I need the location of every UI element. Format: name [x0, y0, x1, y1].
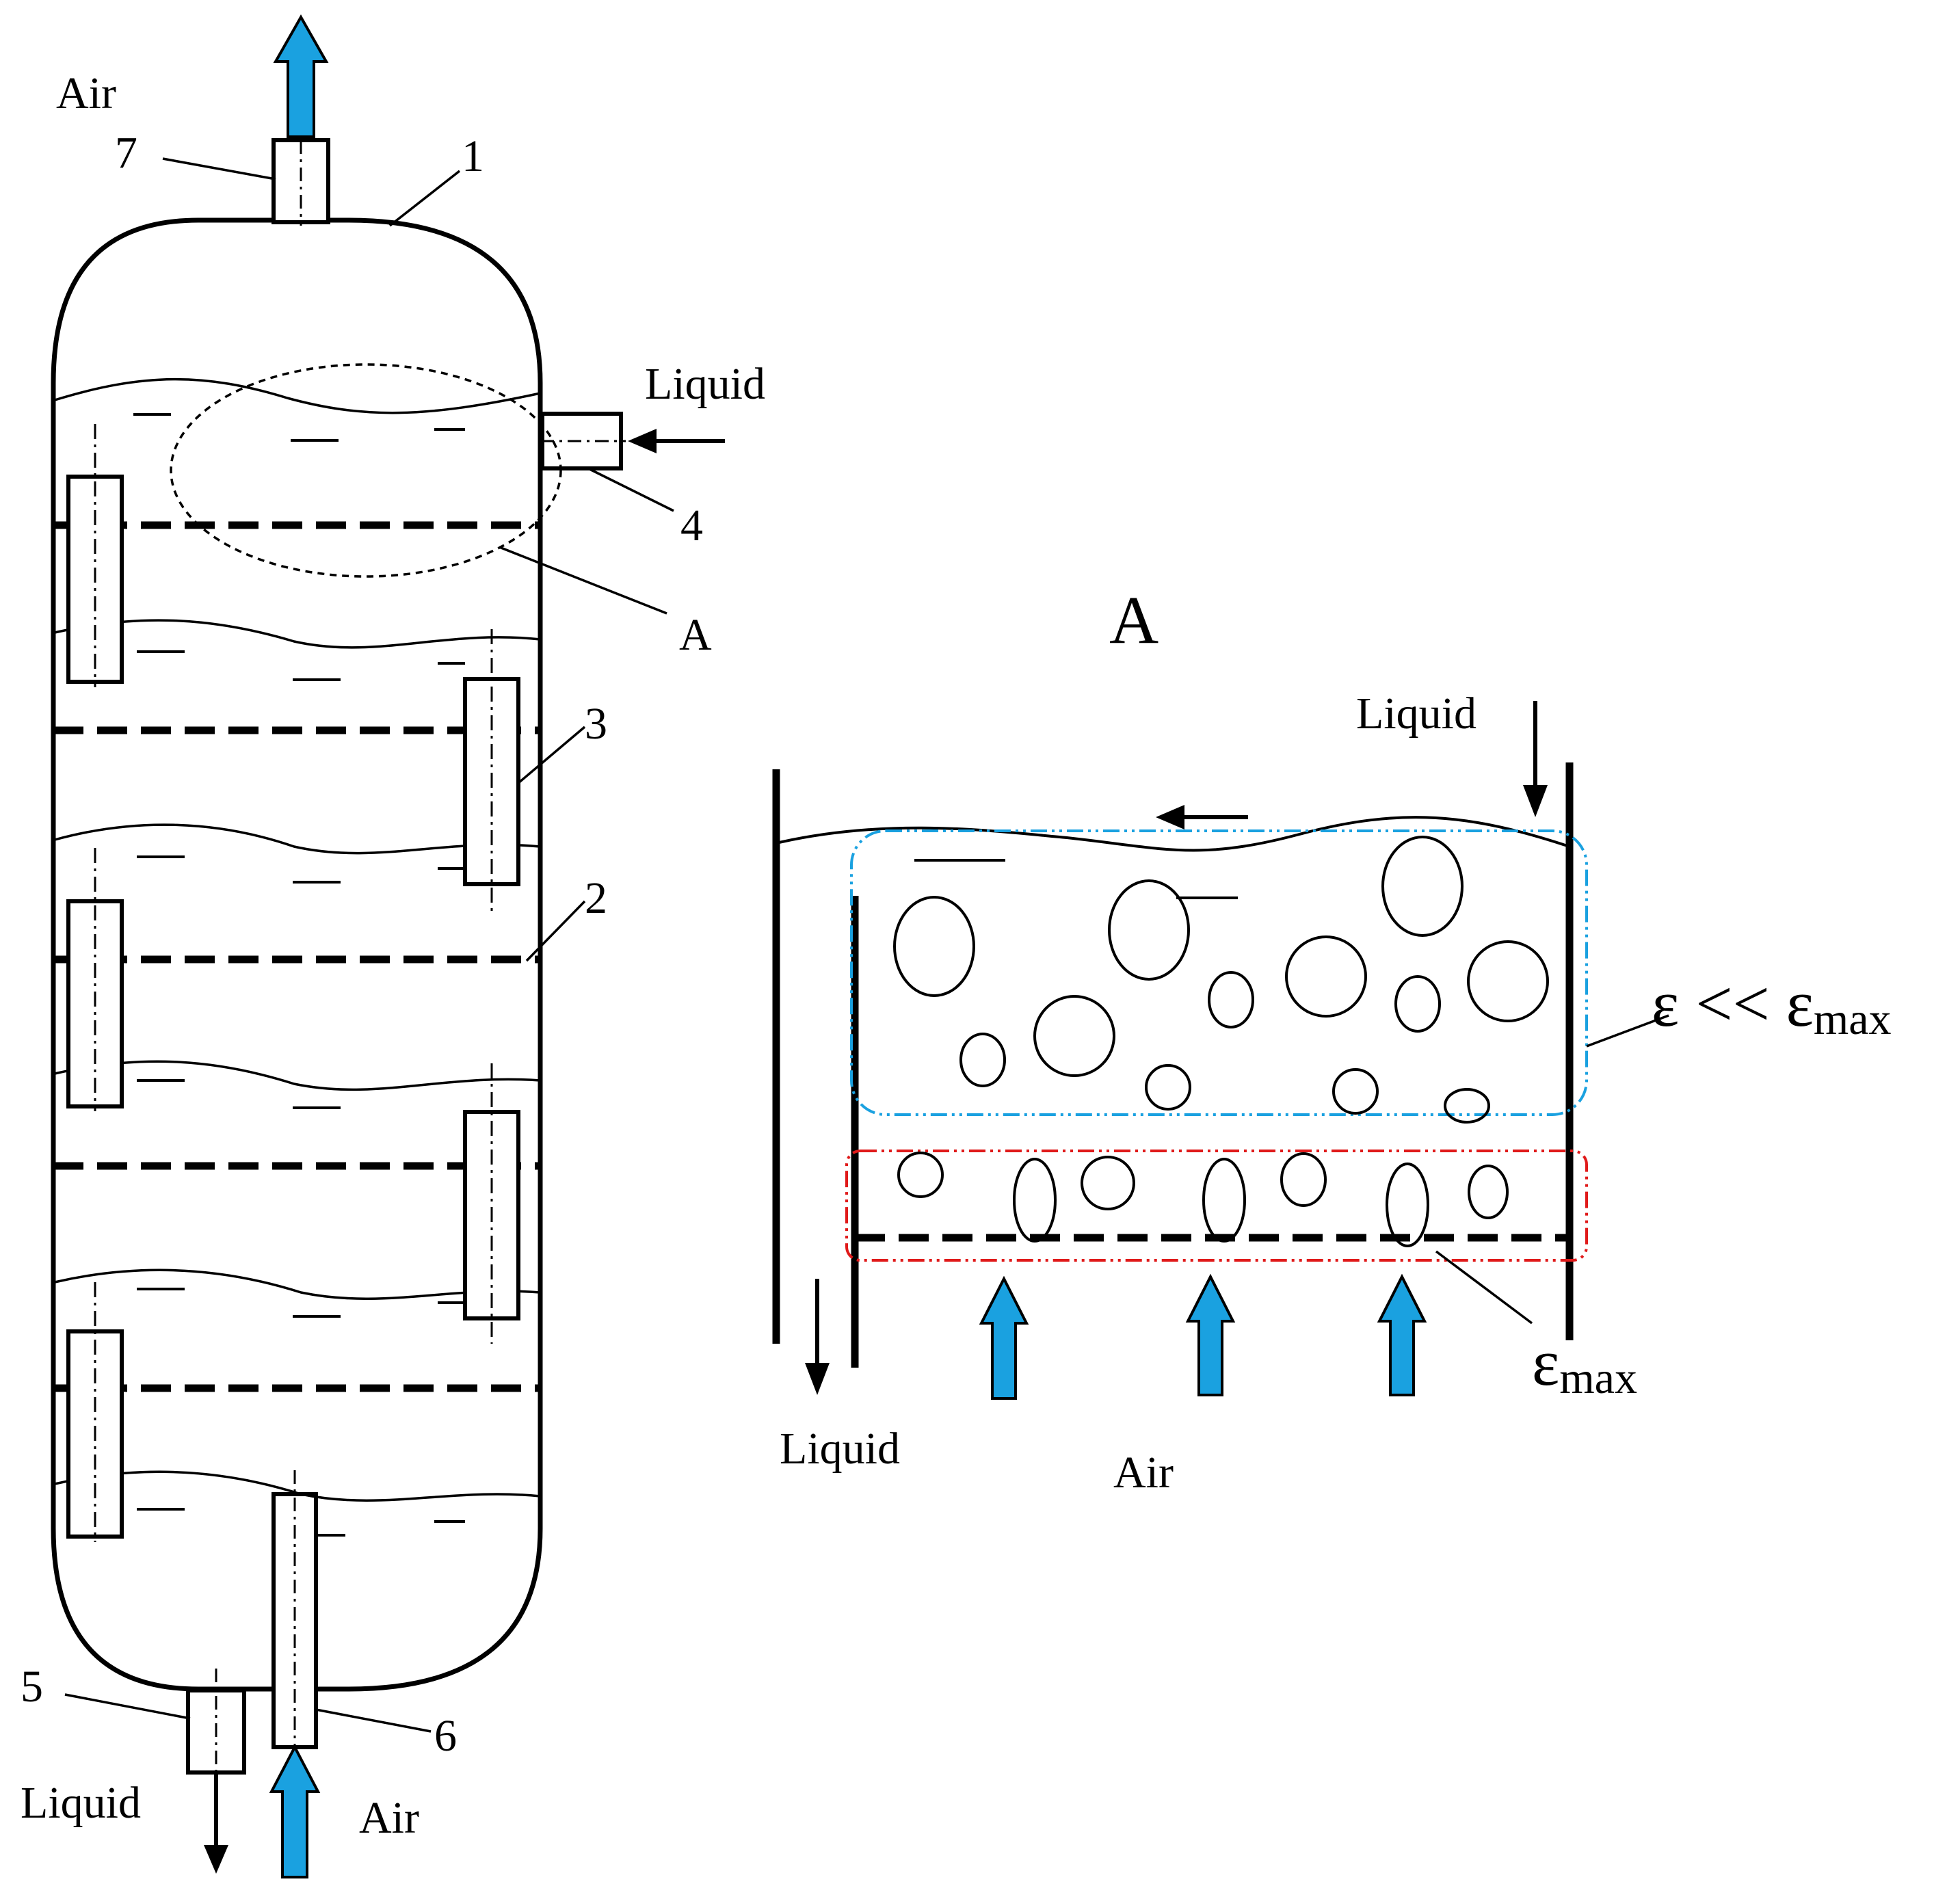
- callout-4: 4: [680, 501, 703, 550]
- liquid-surface-1: [54, 377, 541, 414]
- liquid-inlet-arrow: [628, 429, 725, 453]
- air-arrow-3: [1377, 1273, 1427, 1396]
- leader-4: [587, 467, 674, 512]
- epsilon-lower-main: ε: [1532, 1326, 1559, 1399]
- upper-foam-zone: [850, 829, 1588, 1116]
- surface-flow-arrow-head: [1156, 805, 1184, 829]
- air-inlet-arrow: [269, 1744, 321, 1878]
- leader-1: [388, 170, 461, 227]
- liquid-surface-2: [54, 619, 541, 649]
- leader-3: [517, 726, 586, 784]
- bubble: [1108, 879, 1190, 981]
- callout-7: 7: [115, 128, 137, 178]
- lower-bubbles: [897, 1152, 1509, 1247]
- bubble: [1467, 940, 1549, 1022]
- liquid-surface-3: [54, 823, 541, 855]
- detail-title: A: [1109, 582, 1158, 658]
- callout-6: 6: [434, 1711, 457, 1761]
- liquid-outlet-label: Liquid: [21, 1778, 141, 1828]
- leader-epsilon-lower: [1435, 1250, 1533, 1325]
- detail-air-label: Air: [1113, 1448, 1174, 1498]
- liquid-surface-4: [54, 1060, 541, 1091]
- air-inlet-label: Air: [359, 1793, 419, 1843]
- liquid-surface-5: [54, 1269, 541, 1300]
- leader-lines: [64, 157, 674, 1733]
- detail-liquid-outlet-arrow-head: [805, 1363, 830, 1395]
- detail-a-region: [170, 363, 562, 578]
- callout-a: A: [679, 610, 712, 660]
- downcomer-2: [463, 677, 520, 886]
- epsilon-lower-label: εmax: [1532, 1326, 1637, 1403]
- bubble: [1202, 1158, 1246, 1243]
- liquid-surfaces: [54, 377, 541, 1502]
- detail-liquid-outlet-label: Liquid: [780, 1424, 900, 1474]
- epsilon-lower-sub: max: [1559, 1353, 1637, 1403]
- epsilon-upper-main: ε << ε: [1652, 967, 1814, 1040]
- liquid-level-marks: [133, 413, 465, 1537]
- downcomers: [66, 475, 520, 1539]
- bubble: [1033, 995, 1115, 1077]
- liquid-inlet-nozzle: [540, 412, 623, 470]
- leader-2: [525, 900, 586, 962]
- detail-liquid-inlet-arrow: [1523, 701, 1548, 817]
- detail-a: A: [772, 582, 1892, 1498]
- bubble: [1468, 1165, 1509, 1219]
- leader-a: [499, 546, 667, 615]
- callout-2: 2: [585, 873, 607, 923]
- liquid-outlet-arrow: [204, 1772, 228, 1874]
- air-arrow-2: [1185, 1273, 1236, 1396]
- callout-1: 1: [462, 131, 484, 181]
- detail-liquid-outlet-arrow: [805, 1279, 830, 1395]
- trays: [53, 521, 540, 1392]
- bubble: [893, 896, 975, 997]
- air-top-label: Air: [56, 68, 116, 118]
- upper-bubbles: [893, 836, 1549, 1124]
- liquid-outlet-arrow-head: [204, 1845, 228, 1874]
- bubble: [1145, 1064, 1191, 1111]
- bubble: [1208, 971, 1254, 1028]
- liquid-inlet-label: Liquid: [645, 359, 765, 409]
- leader-5: [64, 1693, 191, 1720]
- tray-column: Air Liquid Liquid Air 7 1 4 A 3 2 5 6: [21, 14, 765, 1878]
- bubble: [959, 1033, 1006, 1087]
- lower-froth-zone: [845, 1150, 1588, 1262]
- liquid-surface-6: [54, 1470, 541, 1502]
- leader-6: [315, 1708, 432, 1733]
- bubble: [1081, 1156, 1135, 1210]
- epsilon-upper-sub: max: [1814, 994, 1892, 1044]
- epsilon-upper-label: ε << εmax: [1652, 967, 1892, 1044]
- air-outlet-arrow: [273, 14, 329, 138]
- detail-liquid-inlet-arrow-head: [1523, 785, 1548, 817]
- liquid-inlet-arrow-head: [628, 429, 657, 453]
- bubble: [1280, 1152, 1327, 1207]
- bubble: [1386, 1163, 1429, 1247]
- callout-3: 3: [585, 699, 607, 749]
- detail-liquid-inlet-label: Liquid: [1356, 689, 1476, 739]
- bubble: [1444, 1088, 1490, 1124]
- downcomer-centerlines: [94, 424, 493, 1542]
- column-shell: [51, 217, 543, 1692]
- callout-5: 5: [21, 1662, 43, 1712]
- bubble: [1394, 975, 1441, 1033]
- leader-epsilon-upper: [1586, 1014, 1669, 1048]
- bubble: [1285, 935, 1367, 1018]
- bubble: [1013, 1158, 1057, 1243]
- bubble: [897, 1152, 944, 1198]
- bubble: [1381, 836, 1464, 937]
- leader-7: [162, 157, 276, 181]
- detail-liquid-surface: [776, 816, 1570, 852]
- bubble: [1332, 1068, 1379, 1115]
- air-arrow-1: [979, 1275, 1029, 1400]
- surface-flow-arrow: [1156, 805, 1248, 829]
